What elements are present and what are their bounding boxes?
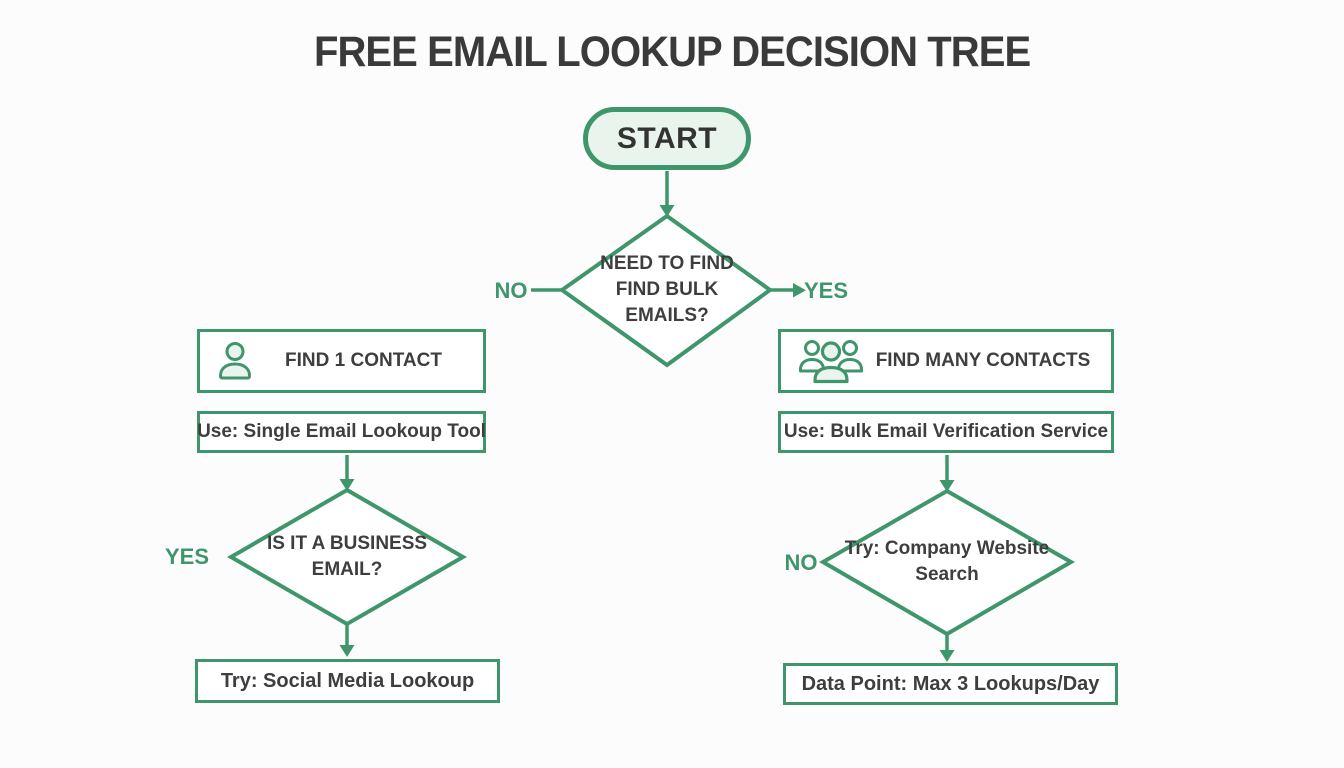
root-decision-line-1: NEED TO FIND xyxy=(600,253,734,274)
left-yes-edge-label: YES xyxy=(164,544,210,569)
right-action-box: Use: Bulk Email Verification Service xyxy=(778,411,1114,453)
left-decision-label: IS IT A BUSINESS EMAIL? xyxy=(267,531,427,583)
right-action-to-decision-arrowhead xyxy=(939,480,955,492)
users-icon xyxy=(799,338,863,384)
right-header-box: FIND MANY CONTACTS xyxy=(778,329,1114,393)
right-decision-line-2: Search xyxy=(915,564,979,585)
right-result-label: Data Point: Max 3 Lookups/Day xyxy=(801,672,1100,695)
left-decision-line-1: IS IT A BUSINESS xyxy=(266,533,428,554)
left-action-label: Use: Single Email Lookoup Tool xyxy=(197,421,486,442)
left-action-box: Use: Single Email Lookoup Tool xyxy=(197,411,486,453)
person-icon xyxy=(218,341,252,381)
left-decision-to-result-arrowhead xyxy=(339,645,355,657)
left-result-label: Try: Social Media Lookoup xyxy=(220,669,475,692)
page-title: FREE EMAIL LOOKUP DECISION TREE xyxy=(0,28,1344,77)
root-yes-arrowhead xyxy=(793,283,806,298)
start-node: START xyxy=(583,107,751,170)
right-action-label: Use: Bulk Email Verification Service xyxy=(783,421,1109,442)
root-decision-line-2: FIND BULK xyxy=(615,279,719,300)
left-result-box: Try: Social Media Lookoup xyxy=(195,659,500,703)
page-title-text: FREE EMAIL LOOKUP DECISION TREE xyxy=(313,28,1031,76)
right-header-label: FIND MANY CONTACTS xyxy=(875,350,1091,371)
right-decision-line-1: Try: Company Website xyxy=(844,538,1050,559)
start-node-label: START xyxy=(616,121,718,155)
left-decision-line-2: EMAIL? xyxy=(311,559,383,580)
left-decision-diamond xyxy=(227,487,467,627)
right-decision-diamond xyxy=(818,488,1076,637)
root-decision-label: NEED TO FIND FIND BULK EMAILS? xyxy=(600,251,734,329)
left-action-to-decision-arrowhead xyxy=(339,479,355,491)
left-header-box: FIND 1 CONTACT xyxy=(197,329,486,393)
root-yes-edge-label: YES xyxy=(803,278,849,303)
right-result-box: Data Point: Max 3 Lookups/Day xyxy=(783,663,1118,705)
right-no-edge-label: NO xyxy=(784,550,818,575)
root-no-edge-label: NO xyxy=(494,278,528,303)
right-decision-to-result-arrowhead xyxy=(939,650,955,662)
right-decision-label: Try: Company Website Search xyxy=(845,536,1049,588)
left-header-label: FIND 1 CONTACT xyxy=(285,350,442,371)
root-decision-diamond xyxy=(558,213,774,368)
start-to-root-arrowhead xyxy=(659,205,675,217)
root-decision-line-3: EMAILS? xyxy=(625,305,709,326)
